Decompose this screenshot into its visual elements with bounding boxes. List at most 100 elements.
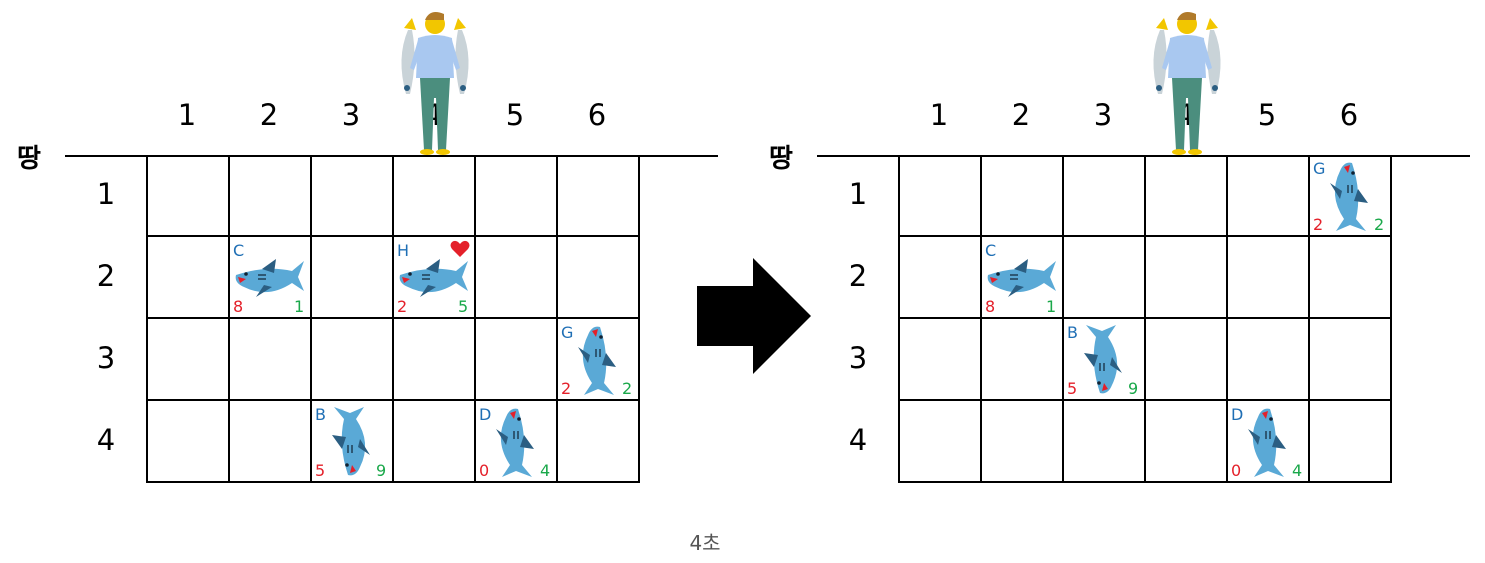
shark-speed: 0 bbox=[1231, 461, 1242, 480]
column-label-2: 2 bbox=[259, 98, 279, 132]
row-label-2: 2 bbox=[96, 259, 116, 293]
grid-cell bbox=[1228, 401, 1310, 483]
grid-cell bbox=[982, 401, 1064, 483]
column-label-3: 3 bbox=[341, 98, 361, 132]
heart-icon bbox=[450, 240, 470, 262]
grid-cell bbox=[148, 319, 230, 401]
grid-cell bbox=[558, 237, 640, 319]
shark-id: D bbox=[1231, 405, 1244, 424]
row-label-2: 2 bbox=[848, 259, 868, 293]
shark-icon bbox=[314, 407, 388, 476]
shark-size: 4 bbox=[540, 461, 551, 480]
ground-line bbox=[817, 155, 1470, 157]
grid-cell bbox=[230, 237, 312, 319]
grid-cell bbox=[1146, 155, 1228, 237]
fisherman-icon bbox=[1142, 8, 1232, 160]
shark-size: 5 bbox=[458, 297, 469, 316]
shark-size: 2 bbox=[1374, 215, 1385, 234]
scene-before: 땅1234561234C81H25G22B59D04 bbox=[0, 0, 720, 500]
shark-size: 9 bbox=[376, 461, 387, 480]
shark-size: 1 bbox=[1046, 297, 1057, 316]
right-arrow-icon bbox=[697, 258, 811, 374]
grid-cell bbox=[900, 319, 982, 401]
grid-cell bbox=[230, 401, 312, 483]
time-caption: 4초 bbox=[689, 531, 721, 555]
grid-cell bbox=[1064, 237, 1146, 319]
shark-size: 4 bbox=[1292, 461, 1303, 480]
column-label-2: 2 bbox=[1011, 98, 1031, 132]
grid-cell bbox=[230, 319, 312, 401]
row-label-4: 4 bbox=[848, 423, 868, 457]
grid-cell bbox=[900, 237, 982, 319]
row-label-3: 3 bbox=[848, 341, 868, 375]
shark-speed: 2 bbox=[561, 379, 572, 398]
shark-speed: 8 bbox=[233, 297, 244, 316]
shark-size: 9 bbox=[1128, 379, 1139, 398]
grid-cell bbox=[1146, 237, 1228, 319]
shark-id: G bbox=[1313, 159, 1326, 178]
row-label-4: 4 bbox=[96, 423, 116, 457]
column-label-6: 6 bbox=[1339, 98, 1359, 132]
shark-icon bbox=[984, 255, 1058, 305]
shark-icon bbox=[1066, 325, 1140, 394]
grid-cell bbox=[982, 237, 1064, 319]
shark-speed: 5 bbox=[1067, 379, 1078, 398]
grid-cell bbox=[900, 155, 982, 237]
shark-id: C bbox=[985, 241, 997, 260]
grid-cell bbox=[476, 319, 558, 401]
grid-cell bbox=[1310, 155, 1392, 237]
grid-cell bbox=[148, 155, 230, 237]
shark-speed: 5 bbox=[315, 461, 326, 480]
grid-cell bbox=[148, 237, 230, 319]
grid-cell bbox=[1064, 155, 1146, 237]
grid-cell bbox=[1064, 401, 1146, 483]
grid-cell bbox=[230, 155, 312, 237]
grid-cell bbox=[558, 401, 640, 483]
row-label-1: 1 bbox=[848, 177, 868, 211]
column-label-6: 6 bbox=[587, 98, 607, 132]
grid-cell bbox=[312, 401, 394, 483]
column-label-5: 5 bbox=[505, 98, 525, 132]
grid-cell bbox=[1228, 237, 1310, 319]
shark-speed: 8 bbox=[985, 297, 996, 316]
grid-cell bbox=[1310, 237, 1392, 319]
shark-icon bbox=[232, 255, 306, 305]
grid-cell bbox=[1228, 155, 1310, 237]
shark-id: D bbox=[479, 405, 492, 424]
grid-cell bbox=[312, 155, 394, 237]
shark-id: C bbox=[233, 241, 245, 260]
shark-speed: 0 bbox=[479, 461, 490, 480]
shark-icon bbox=[1230, 408, 1304, 477]
grid-cell bbox=[558, 155, 640, 237]
grid-cell bbox=[558, 319, 640, 401]
scene-after: 땅1234561234G22C81B59D04 bbox=[752, 0, 1472, 500]
grid-cell bbox=[476, 155, 558, 237]
ground-line bbox=[65, 155, 718, 157]
shark-speed: 2 bbox=[397, 297, 408, 316]
row-label-3: 3 bbox=[96, 341, 116, 375]
grid-cell bbox=[312, 319, 394, 401]
shark-id: G bbox=[561, 323, 574, 342]
row-label-1: 1 bbox=[96, 177, 116, 211]
grid-cell bbox=[394, 155, 476, 237]
column-label-5: 5 bbox=[1257, 98, 1277, 132]
grid-cell bbox=[312, 237, 394, 319]
grid-cell bbox=[1146, 401, 1228, 483]
grid-cell bbox=[1310, 401, 1392, 483]
board-grid bbox=[146, 155, 640, 483]
shark-speed: 2 bbox=[1313, 215, 1324, 234]
grid-cell bbox=[982, 155, 1064, 237]
grid-cell bbox=[476, 237, 558, 319]
shark-id: H bbox=[397, 241, 410, 260]
grid-cell bbox=[476, 401, 558, 483]
shark-size: 2 bbox=[622, 379, 633, 398]
grid-cell bbox=[394, 401, 476, 483]
column-label-1: 1 bbox=[177, 98, 197, 132]
grid-cell bbox=[1146, 319, 1228, 401]
shark-icon bbox=[560, 326, 634, 395]
grid-cell bbox=[1228, 319, 1310, 401]
ground-label: 땅 bbox=[17, 144, 41, 174]
board-grid bbox=[898, 155, 1392, 483]
grid-cell bbox=[1064, 319, 1146, 401]
fisherman-icon bbox=[390, 8, 480, 160]
